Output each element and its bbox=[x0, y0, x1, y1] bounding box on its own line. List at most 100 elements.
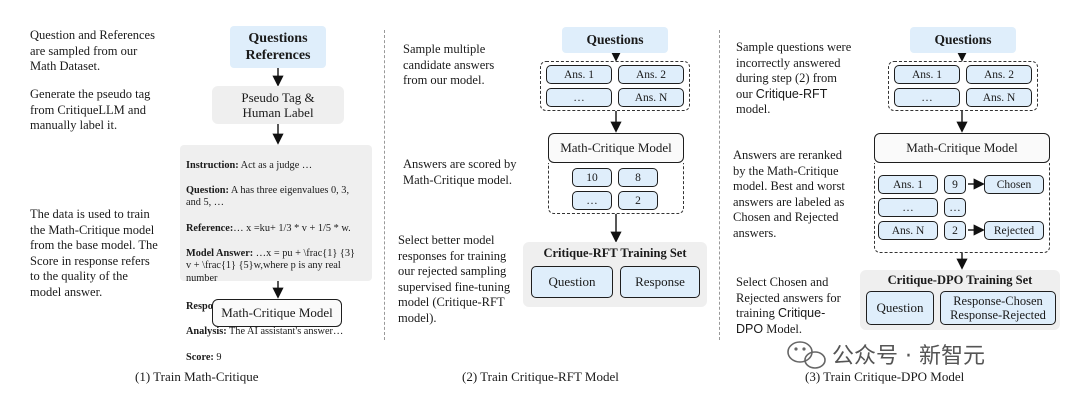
p3-math-critique-model-label: Math-Critique Model bbox=[906, 140, 1018, 155]
p3-rank-group bbox=[874, 163, 1050, 253]
p3-note-bottom-a: Select Chosen and Rejected answers for t… bbox=[736, 275, 841, 320]
p3-rank-ans-ellipsis: … bbox=[878, 198, 938, 217]
p3-answer-2-label: Ans. 2 bbox=[983, 68, 1015, 81]
p3-math-critique-model-box: Math-Critique Model bbox=[874, 133, 1050, 163]
p2-score-1-label: 10 bbox=[586, 171, 598, 184]
reference-text: … x =ku+ 1/3 * v + 1/5 * w. bbox=[233, 222, 351, 234]
p3-rank-ans-1-label: Ans. 1 bbox=[892, 178, 924, 191]
p2-scores-group bbox=[548, 163, 684, 214]
p2-math-critique-model-box: Math-Critique Model bbox=[548, 133, 684, 163]
score-text: 9 bbox=[213, 351, 222, 363]
p3-answer-ellipsis: … bbox=[894, 88, 960, 107]
p1-math-critique-model-box: Math-Critique Model bbox=[212, 299, 342, 327]
p1-questions-references-box: Questions References bbox=[230, 26, 326, 68]
p1-caption: (1) Train Math-Critique bbox=[135, 369, 259, 384]
p1-prompt: Instruction: Act as a judge … Question: … bbox=[186, 147, 372, 377]
p3-answer-2: Ans. 2 bbox=[966, 65, 1032, 84]
p3-set-question-label: Question bbox=[876, 300, 924, 315]
p1-pseudo-tag-box: Pseudo Tag & Human Label bbox=[212, 86, 344, 124]
analysis-label: Analysis: bbox=[186, 326, 227, 338]
p3-rank-rejected: Rejected bbox=[984, 221, 1044, 240]
p2-answer-1-label: Ans. 1 bbox=[563, 68, 595, 81]
instruction-text: Act as a judge … bbox=[238, 159, 313, 171]
p3-note-bottom: Select Chosen and Rejected answers for t… bbox=[736, 275, 841, 337]
p2-answer-ellipsis: … bbox=[546, 88, 612, 107]
p3-answer-ellipsis-label: … bbox=[921, 91, 933, 104]
p2-answer-2-label: Ans. 2 bbox=[635, 68, 667, 81]
p2-answer-1: Ans. 1 bbox=[546, 65, 612, 84]
p3-note-top-c: model. bbox=[736, 102, 771, 116]
p3-questions-box: Questions bbox=[910, 27, 1016, 53]
p2-answer-n-label: Ans. N bbox=[634, 91, 668, 104]
p2-questions-box: Questions bbox=[562, 27, 668, 53]
p3-rank-ans-ellipsis-label: … bbox=[902, 201, 914, 214]
p3-rank-ans-n: Ans. N bbox=[878, 221, 938, 240]
p3-answers-group bbox=[888, 61, 1038, 111]
p3-note-top-a: Sample questions were incorrectly answer… bbox=[736, 40, 852, 101]
p3-rank-ans-1: Ans. 1 bbox=[878, 175, 938, 194]
p1-questions-references-label: Questions References bbox=[245, 31, 311, 63]
p1-note-mid: Generate the pseudo tag from CritiqueLLM… bbox=[30, 87, 151, 132]
p2-score-n: 2 bbox=[618, 191, 658, 210]
panel-divider-1 bbox=[384, 30, 385, 340]
p2-note-bottom: Select better model responses for traini… bbox=[398, 233, 511, 325]
p3-rank-chosen: Chosen bbox=[984, 175, 1044, 194]
p2-score-2-label: 8 bbox=[635, 171, 641, 184]
p2-set-question-box: Question bbox=[531, 266, 613, 298]
p3-answer-1: Ans. 1 bbox=[894, 65, 960, 84]
p3-answer-n-label: Ans. N bbox=[982, 91, 1016, 104]
p3-rank-score-1-label: 9 bbox=[952, 178, 958, 191]
model-answer-text: …x = pu + \frac{1} {3} v + \frac{1} {5}w… bbox=[186, 247, 355, 284]
question-label: Question: bbox=[186, 184, 229, 196]
p3-rank-score-n-label: 2 bbox=[952, 224, 958, 237]
p3-caption: (3) Train Critique-DPO Model bbox=[805, 369, 965, 384]
p1-math-critique-model-label: Math-Critique Model bbox=[221, 305, 333, 320]
p3-rank-score-ellipsis: … bbox=[944, 198, 966, 217]
p2-note-top: Sample multiple candidate answers from o… bbox=[403, 42, 495, 87]
model-answer-label: Model Answer: bbox=[186, 247, 254, 259]
p3-answer-1-label: Ans. 1 bbox=[911, 68, 943, 81]
p3-rank-rejected-label: Rejected bbox=[993, 224, 1035, 237]
p2-training-set-title: Critique-RFT Training Set bbox=[543, 246, 687, 260]
score-label: Score: bbox=[186, 351, 214, 363]
p3-rank-chosen-label: Chosen bbox=[996, 178, 1032, 191]
p2-questions-label: Questions bbox=[586, 32, 644, 47]
p3-note-bottom-c: Model. bbox=[763, 321, 802, 336]
p3-rank-ans-n-label: Ans. N bbox=[891, 224, 925, 237]
p2-note-mid: Answers are scored by Math-Critique mode… bbox=[403, 157, 517, 187]
p2-score-ellipsis: … bbox=[572, 191, 612, 210]
reference-label: Reference: bbox=[186, 222, 234, 234]
p3-answer-n: Ans. N bbox=[966, 88, 1032, 107]
p2-score-n-label: 2 bbox=[635, 194, 641, 207]
p2-math-critique-model-label: Math-Critique Model bbox=[560, 140, 672, 155]
p2-score-2: 8 bbox=[618, 168, 658, 187]
p3-questions-label: Questions bbox=[934, 32, 992, 47]
p3-rank-score-1: 9 bbox=[944, 175, 966, 194]
p3-rank-score-n: 2 bbox=[944, 221, 966, 240]
p3-note-top-b: Critique-RFT bbox=[755, 86, 828, 101]
p1-prompt-block bbox=[180, 145, 372, 281]
p2-score-1: 10 bbox=[572, 168, 612, 187]
instruction-label: Instruction: bbox=[186, 159, 239, 171]
watermark-text: 公众号 · 新智元 bbox=[832, 344, 985, 369]
p2-set-response-label: Response bbox=[635, 274, 685, 289]
p1-pseudo-tag-label: Pseudo Tag & Human Label bbox=[241, 89, 315, 121]
panel-divider-2 bbox=[719, 30, 720, 340]
p2-answer-n: Ans. N bbox=[618, 88, 684, 107]
p1-note-bottom: The data is used to train the Math-Criti… bbox=[30, 207, 158, 299]
p3-rank-score-ellipsis-label: … bbox=[949, 201, 961, 214]
analysis-text: The AI assistant's answer… bbox=[226, 326, 344, 338]
p3-note-bottom-b: Critique- DPO bbox=[736, 306, 826, 336]
p1-note-top: Question and References are sampled from… bbox=[30, 28, 155, 73]
p3-set-response-label: Response-Chosen Response-Rejected bbox=[950, 294, 1046, 322]
p3-note-mid: Answers are reranked by the Math-Critiqu… bbox=[733, 148, 845, 240]
p2-answers-group bbox=[540, 61, 690, 111]
p2-answer-2: Ans. 2 bbox=[618, 65, 684, 84]
p3-training-set-title: Critique-DPO Training Set bbox=[887, 273, 1033, 287]
response-label: Response: bbox=[186, 301, 231, 313]
p3-set-question-box: Question bbox=[866, 291, 934, 325]
p2-score-ellipsis-label: … bbox=[586, 194, 598, 207]
p3-set-response-box: Response-Chosen Response-Rejected bbox=[940, 291, 1056, 325]
question-text: A has three eigenvalues 0, 3, and 5, … bbox=[186, 184, 350, 209]
